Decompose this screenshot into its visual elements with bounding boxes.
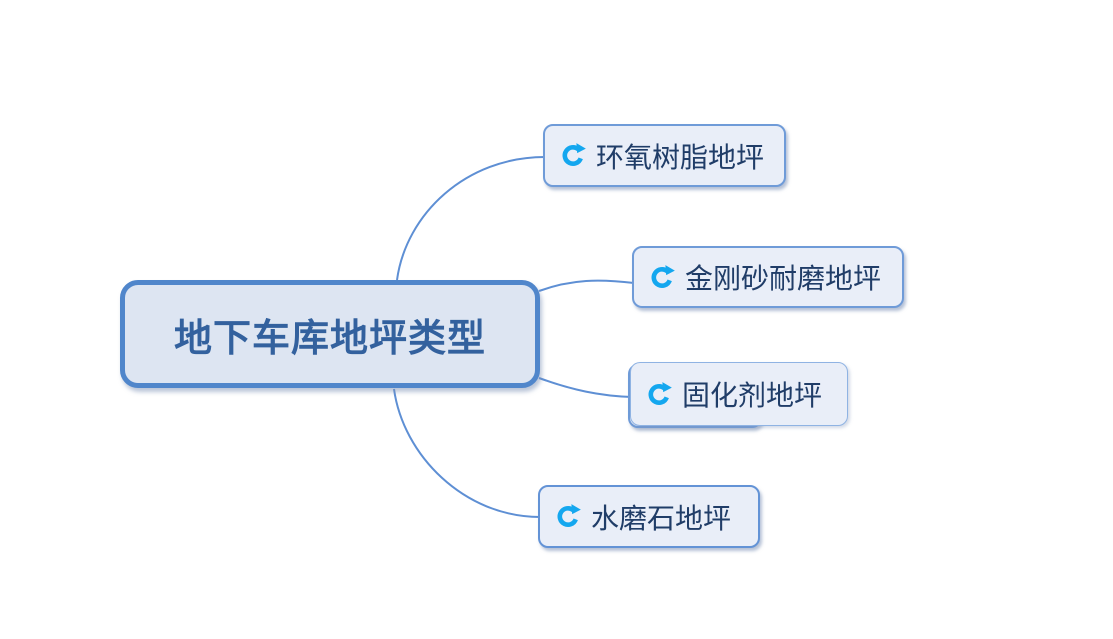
refresh-icon[interactable]	[555, 503, 582, 530]
root-topic-label: 地下车库地坪类型	[173, 317, 486, 360]
branch-label: 水磨石地坪	[591, 502, 732, 534]
connector-root-to-branch-2	[538, 279, 635, 292]
branch-label: 环氧树脂地坪	[596, 141, 765, 173]
connector-root-to-branch-4	[393, 388, 541, 518]
branch-label: 金刚砂耐磨地坪	[685, 263, 882, 294]
root-topic-node[interactable]: 地下车库地坪类型	[120, 280, 540, 388]
connector-root-to-branch-3	[538, 377, 633, 398]
branch-node-epoxy-resin-floor[interactable]: 环氧树脂地坪	[543, 124, 786, 187]
branch-node-emery-wear-resistant-floor[interactable]: 金刚砂耐磨地坪	[632, 246, 904, 308]
branch-node-curing-agent-floor[interactable]: 固化剂地坪	[630, 362, 848, 426]
refresh-icon[interactable]	[649, 264, 676, 291]
connector-root-to-branch-1	[396, 156, 546, 281]
branch-label: 固化剂地坪	[682, 380, 823, 411]
refresh-icon[interactable]	[646, 381, 673, 408]
refresh-icon[interactable]	[560, 142, 587, 169]
branch-node-terrazzo-floor[interactable]: 水磨石地坪	[538, 485, 760, 548]
